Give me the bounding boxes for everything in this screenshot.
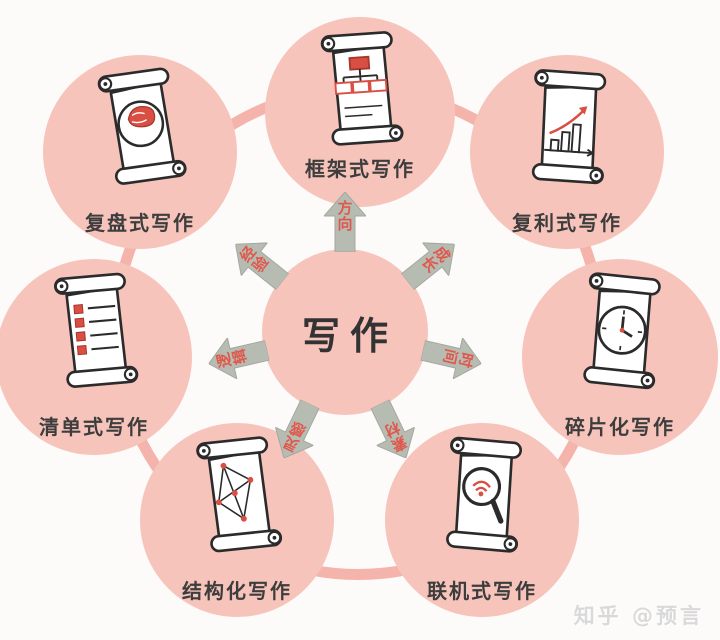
arrow-up-left: 经验	[222, 228, 295, 298]
arrow-left: 逻辑	[204, 330, 272, 384]
arrow-icon	[370, 398, 416, 459]
structure-diagram-icon	[195, 435, 283, 554]
node-label: 结构化写作	[182, 579, 292, 603]
center-circle: 写作	[262, 249, 428, 415]
arrow-up-right: 成长	[394, 228, 467, 298]
arrow-label: 方向	[337, 199, 353, 233]
node-label: 框架式写作	[305, 157, 415, 181]
node-framework-writing: 框架式写作	[265, 17, 455, 207]
node-label: 清单式写作	[39, 415, 149, 439]
watermark: 知乎 @预言	[573, 604, 704, 628]
node-label: 复利式写作	[512, 211, 622, 235]
arrow-down-right: 素材	[361, 395, 425, 467]
node-label: 联机式写作	[427, 579, 537, 603]
node-structured-writing: 结构化写作	[140, 423, 334, 617]
arrow-icon	[234, 242, 290, 291]
node-review-writing: 复盘式写作	[43, 55, 237, 249]
arrow-icon	[324, 192, 366, 252]
node-label: 复盘式写作	[85, 211, 195, 235]
brain-icon	[96, 66, 188, 187]
node-label: 碎片化写作	[565, 415, 675, 439]
node-fragmented-writing: 碎片化写作	[522, 259, 718, 455]
magnifier-wifi-icon	[441, 436, 527, 554]
clock-icon	[578, 271, 666, 390]
arrow-icon	[419, 336, 482, 380]
arrow-down-left: 灵感	[265, 395, 329, 467]
arrow-icon	[208, 336, 271, 380]
node-compound-writing: 复利式写作	[470, 55, 664, 249]
arrow-icon	[274, 398, 320, 459]
center-label: 写作	[301, 313, 398, 358]
arrow-right: 时间	[418, 330, 486, 384]
arrow-up: 方向	[324, 192, 366, 252]
org-chart-icon	[320, 30, 405, 147]
arrow-icon	[400, 242, 456, 291]
node-online-writing: 联机式写作	[385, 423, 579, 617]
growth-chart-icon	[527, 68, 611, 185]
checklist-icon	[53, 271, 139, 389]
node-checklist-writing: 清单式写作	[0, 259, 192, 455]
